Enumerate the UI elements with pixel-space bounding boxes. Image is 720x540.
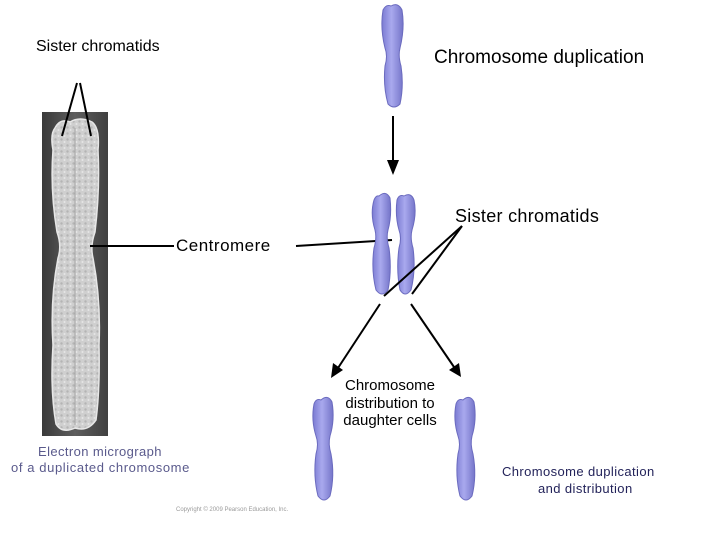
pointer-sister-left-a — [61, 82, 78, 137]
pointer-sister-right-a — [383, 225, 463, 297]
label-sister-chromatids-top: Sister chromatids — [36, 38, 160, 55]
arrow-duplication — [387, 116, 399, 175]
copyright-notice: Copyright © 2009 Pearson Education, Inc. — [176, 507, 289, 513]
label-sister-chromatids-right: Sister chromatids — [455, 206, 600, 226]
label-chromosome-duplication: Chromosome duplication — [434, 47, 645, 68]
chromosome-duplicated — [371, 192, 416, 295]
chromosome-daughter-left — [312, 396, 334, 501]
label-chromosome-distribution: Chromosome distribution to daughter cell… — [343, 377, 437, 429]
caption-line2: and distribution — [538, 481, 633, 496]
label-electron-micrograph-line2: of a duplicated chromosome — [11, 460, 190, 475]
pointer-sister-left-b — [79, 82, 92, 137]
electron-micrograph — [42, 112, 108, 436]
arrow-distribution-right — [410, 303, 461, 377]
caption-line1: Chromosome duplication — [502, 464, 655, 479]
micrograph-chromosome — [51, 118, 101, 431]
chromosome-single — [381, 4, 404, 108]
pointer-sister-right-b — [411, 225, 463, 295]
arrow-distribution-left — [331, 303, 381, 378]
label-centromere: Centromere — [176, 236, 271, 255]
label-electron-micrograph-line1: Electron micrograph — [38, 444, 162, 459]
chromosome-daughter-right — [454, 396, 476, 501]
